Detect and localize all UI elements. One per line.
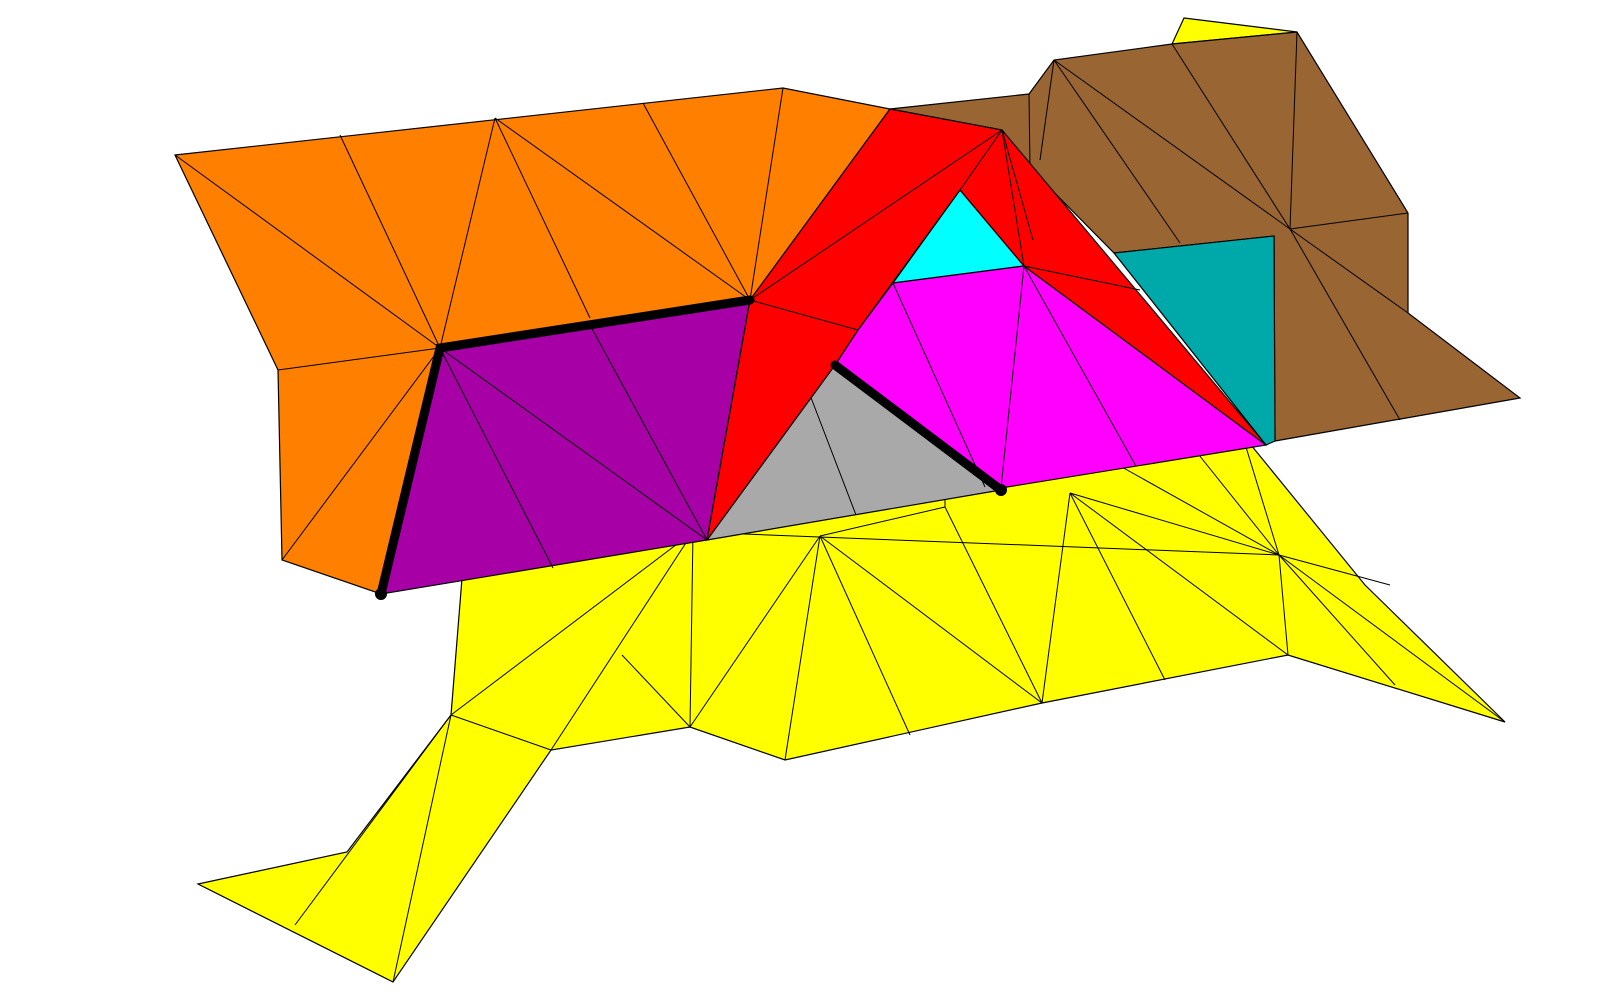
path-left bbox=[376, 295, 755, 599]
path-right bbox=[830, 360, 1006, 495]
red-region bbox=[706, 108, 1267, 541]
highlighted-path bbox=[375, 295, 1007, 600]
yellow-mesh bbox=[294, 433, 1506, 983]
orange-mesh bbox=[174, 87, 784, 561]
brown-mesh bbox=[1028, 31, 1409, 421]
orange-region bbox=[174, 87, 892, 595]
magenta-mesh bbox=[892, 265, 1137, 489]
path-endpoint-left bbox=[375, 588, 387, 600]
red-region-fill bbox=[706, 108, 1267, 541]
path-endpoint-right bbox=[995, 484, 1007, 496]
red-mesh bbox=[749, 129, 1141, 331]
teal-region-fill bbox=[1112, 235, 1276, 446]
purple-mesh bbox=[439, 324, 708, 569]
yellow-region bbox=[196, 17, 1506, 983]
brown-region bbox=[889, 31, 1522, 442]
gray-mesh bbox=[809, 394, 857, 516]
teal-region bbox=[1112, 235, 1276, 446]
